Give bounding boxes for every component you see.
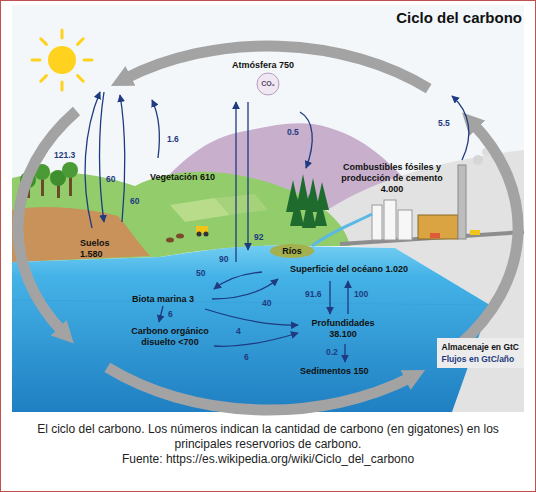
reservoir-label: Carbono orgánico disuelto <700 [120,326,220,348]
factory [418,215,458,239]
caption-box: El ciclo del carbono. Los números indica… [10,422,526,467]
river-mouth [270,244,314,258]
flow-value: 4 [236,326,241,336]
flow-arrow [85,92,100,228]
animal [176,234,184,239]
flow-arrow [329,281,330,314]
flow-arrow [347,281,348,314]
diagram-title: Ciclo del carbono [396,9,522,27]
reservoir-label: Superficie del océano 1.020 [290,264,408,275]
flow-value: 1.6 [167,134,179,144]
flow-arrow [212,279,278,299]
sky [12,5,524,265]
legend-entry: Almacenaje en GtC [442,341,519,353]
reservoir-label: Atmósfera 750 [232,60,294,71]
ocean-edge [12,300,490,305]
cycle-arc [18,111,77,332]
field [215,194,268,215]
source-note: Fuente: https://es.wikipedia.org/wiki/Ci… [122,452,414,467]
flow-value: 90 [219,254,228,264]
flow-value: 91.6 [305,289,322,299]
flow-value: 6 [168,309,173,319]
tree-trunk [69,176,72,196]
flow-arrows [85,92,469,362]
flow-arrow [452,96,469,160]
cycle-arc [125,46,429,89]
flow-arrow [152,100,159,158]
flow-arrow [205,309,298,325]
legend-entry: Flujos en GtC/año [442,353,519,365]
flow-value: 40 [262,298,271,308]
flow-arrow [100,92,105,222]
figure-caption: El ciclo del carbono. Los números indica… [10,422,526,452]
building [384,200,396,240]
green-land [12,172,350,262]
legend-box: Almacenaje en GtCFlujos en GtC/año [437,338,524,368]
reservoir-label: Sedimentos 150 [300,366,369,377]
flow-arrow [344,344,345,362]
co2-bubble [257,73,279,95]
building [372,205,382,240]
flow-arrow [120,95,125,222]
soil-cliff [12,207,150,262]
ocean [12,246,490,412]
flow-value: 50 [196,268,205,278]
gas-label: CO₂ [256,79,280,88]
road [340,232,524,244]
smoke [473,155,483,165]
tree-crown [62,162,78,178]
flow-arrow [247,102,248,250]
flow-value: 0.5 [287,127,299,137]
car [430,233,440,238]
building [398,210,412,240]
flow-value: 60 [130,196,139,206]
flow-arrow [235,102,236,262]
tree-trunk [41,178,44,196]
sun-rays [32,30,92,90]
cycle-ring [18,46,518,410]
reservoir-label: Vegetación 610 [150,172,215,183]
flow-arrow [159,306,163,322]
flow-value: 121.3 [54,150,75,160]
reservoir-label: Suelos 1.580 [80,238,118,260]
flow-value: 100 [354,289,368,299]
car [470,230,480,235]
flow-value: 6 [244,352,249,362]
tractor-wheel [197,232,202,237]
flow-value: 60 [106,174,115,184]
chimney [458,165,466,239]
reservoir-label: Profundidades 38.100 [300,318,386,340]
animal [166,238,174,243]
flow-value: 0.2 [326,347,338,357]
tree-trunk [57,184,60,198]
flow-value: 5.5 [438,118,450,128]
flow-arrow [214,272,262,289]
reservoir-label: Ríos [276,246,308,257]
sun [48,46,76,74]
reservoir-label: Combustibles fósiles y producción de cem… [330,162,454,195]
flow-value: 92 [254,232,263,242]
flow-arrow [300,112,312,168]
river [312,214,372,246]
tractor-wheel [204,232,209,237]
cycle-arc [460,124,519,346]
flow-arrow [214,333,298,346]
forest [286,174,329,228]
reservoir-label: Biota marina 3 [132,294,194,305]
